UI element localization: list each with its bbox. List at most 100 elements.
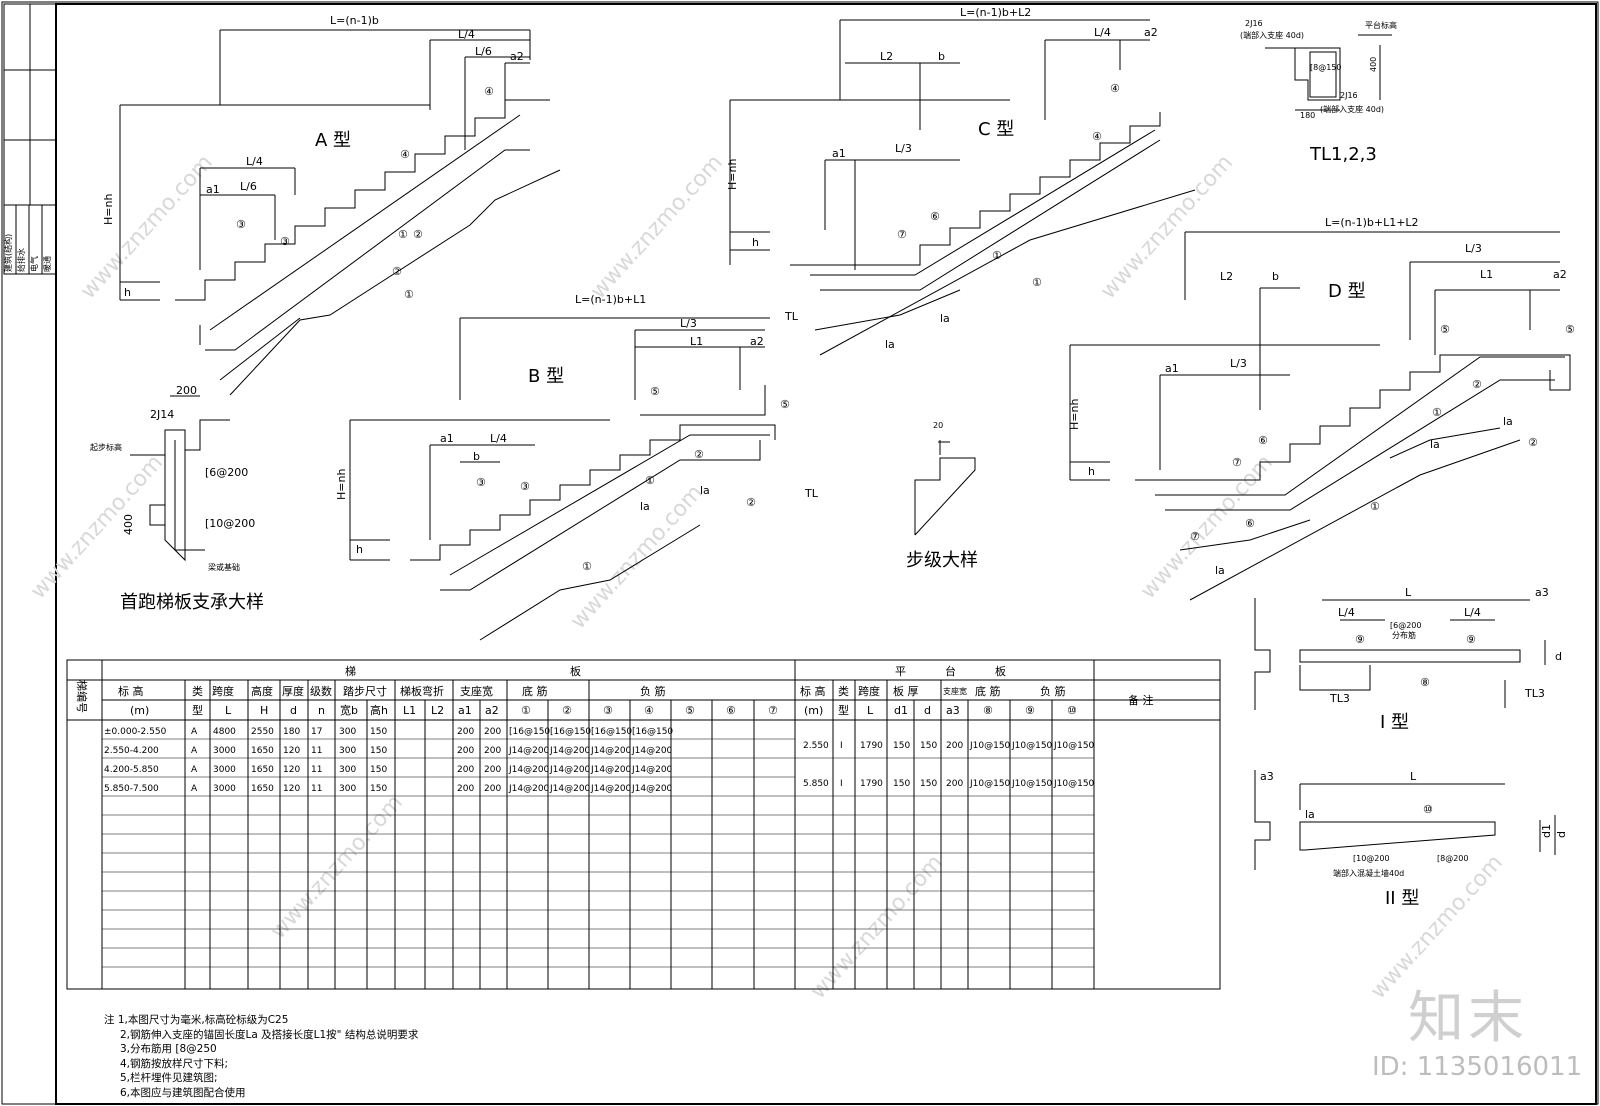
marker-2: ② — [413, 228, 423, 241]
marker-2: ② — [1528, 436, 1538, 449]
note-line: 4,钢筋按放样尺寸下料; — [120, 1057, 229, 1070]
table-group-ping: 平 — [895, 665, 906, 678]
table-header: L — [225, 704, 232, 717]
support-dim-200: 200 — [176, 384, 197, 397]
dim-label: TL — [804, 487, 819, 500]
marker-2: ② — [694, 448, 704, 461]
table-header: 型 — [838, 703, 849, 717]
platform-type-i-labels: L a3 L/4 L/4 [6@200 分布筋 ⑨ ⑨ ⑧ d TL3 TL3 … — [1329, 586, 1562, 733]
table-cell: J14@200 — [508, 746, 550, 756]
table-cell: 150 — [893, 741, 910, 751]
table-cell: 200 — [457, 746, 474, 756]
table-header: 底 筋 — [522, 684, 548, 698]
dim-label: a1 — [1165, 362, 1179, 375]
table-header: 负 筋 — [1040, 684, 1066, 698]
dim-label: L/4 — [490, 432, 507, 445]
dim-label: h — [752, 236, 759, 249]
support-base-label: 梁或基础 — [208, 562, 240, 572]
schedule-table — [66, 659, 1221, 990]
drawing-id: ID: 1135016011 — [1372, 1052, 1583, 1082]
table-group-ban2: 板 — [995, 664, 1006, 678]
table-cell: [16@150 — [509, 727, 550, 737]
table-cell: 2.550-4.200 — [104, 746, 159, 756]
table-header: (m) — [130, 704, 149, 717]
dim-label: a2 — [510, 50, 524, 63]
table-cell: 150 — [920, 741, 937, 751]
marker-7: ⑦ — [1232, 456, 1242, 469]
table-header: 标 高 — [118, 684, 144, 698]
dim-label: la — [640, 500, 650, 513]
table-cell: 200 — [946, 779, 963, 789]
table-code-header: 梯编号 — [75, 680, 89, 713]
table-cell: 300 — [339, 765, 356, 775]
table-header: ⑩ — [1067, 704, 1077, 717]
dim-label: L/6 — [240, 180, 257, 193]
dim-label: L=(n-1)b+L1+L2 — [1325, 216, 1419, 229]
table-cell: 11 — [311, 784, 322, 794]
table-header: ⑧ — [983, 704, 993, 717]
table-header: 跨度 — [212, 684, 234, 698]
beam-bot-bar: 2J16 — [1340, 91, 1358, 100]
table-cell: 1650 — [251, 746, 274, 756]
dim-label: L1 — [1480, 268, 1493, 281]
table-cell: 150 — [370, 784, 387, 794]
dim-label: L — [1410, 770, 1417, 783]
platform-dist-bar: 分布筋 — [1392, 630, 1416, 640]
marker-4: ④ — [1092, 130, 1102, 143]
platform-stirrup: [6@200 — [1390, 621, 1421, 630]
type-c-title: C 型 — [978, 119, 1014, 140]
dim-label: la — [1305, 808, 1315, 821]
table-header: 宽b — [340, 703, 358, 717]
dim-label: la — [1503, 415, 1513, 428]
table-cell: J14@200 — [549, 765, 591, 775]
dim-label: la — [700, 484, 710, 497]
dim-label: H=nh — [1068, 399, 1081, 430]
stair-type-d — [1069, 231, 1571, 601]
dim-label: L/4 — [458, 28, 475, 41]
table-header: ① — [521, 704, 531, 717]
table-header: 厚度 — [282, 684, 304, 698]
watermark-text: www.znzmo.com — [806, 850, 948, 1004]
marker-4: ④ — [400, 148, 410, 161]
table-cell: 150 — [370, 727, 387, 737]
table-cell: J10@150 — [969, 779, 1011, 789]
table-cell: J14@200 — [508, 784, 550, 794]
watermark-text: www.znzmo.com — [1096, 150, 1238, 304]
table-cell: J14@200 — [631, 746, 673, 756]
table-cell: 11 — [311, 746, 322, 756]
table-cell: J10@150 — [1053, 741, 1095, 751]
dim-label: TL3 — [1524, 687, 1545, 700]
table-cell: 1650 — [251, 765, 274, 775]
side-label-elec: 电气 — [29, 256, 39, 272]
dim-label: L2 — [1220, 270, 1233, 283]
platform-type-i — [1254, 598, 1546, 710]
table-cell: A — [191, 765, 198, 775]
dim-label: L2 — [880, 50, 893, 63]
table-cell: I — [840, 741, 843, 751]
dim-label: a2 — [750, 335, 764, 348]
table-header: a2 — [485, 704, 499, 717]
schedule-table-headers: 梯 板 平 台 板 备 注 梯编号 标 高 (m) 类 型 跨度 L 高度 H … — [75, 664, 1154, 717]
marker-10: ⑩ — [1423, 803, 1433, 816]
dim-label: L — [1405, 586, 1412, 599]
support-stirrup-label: [6@200 — [205, 466, 248, 479]
stair-type-c-labels: L=(n-1)b+L2 L/4 a2 L2 b C 型 a1 L/3 H=nh … — [726, 6, 1158, 351]
dim-label: h — [356, 543, 363, 556]
side-label-arch: 建筑(结构) — [3, 234, 13, 272]
table-cell: J14@200 — [590, 784, 632, 794]
table-header: d1 — [894, 704, 908, 717]
table-header: 踏步尺寸 — [343, 684, 387, 698]
dim-label: la — [940, 312, 950, 325]
dim-label: a1 — [440, 432, 454, 445]
table-cell: 120 — [283, 765, 300, 775]
dim-label: h — [1088, 465, 1095, 478]
beam-top-bar: 2J16 — [1245, 19, 1263, 28]
table-cell: J14@200 — [549, 784, 591, 794]
watermark-text: www.znzmo.com — [76, 150, 218, 304]
table-header: 跨度 — [858, 684, 880, 698]
table-cell: 17 — [311, 727, 322, 737]
marker-1: ① — [398, 228, 408, 241]
table-header: n — [318, 704, 325, 717]
